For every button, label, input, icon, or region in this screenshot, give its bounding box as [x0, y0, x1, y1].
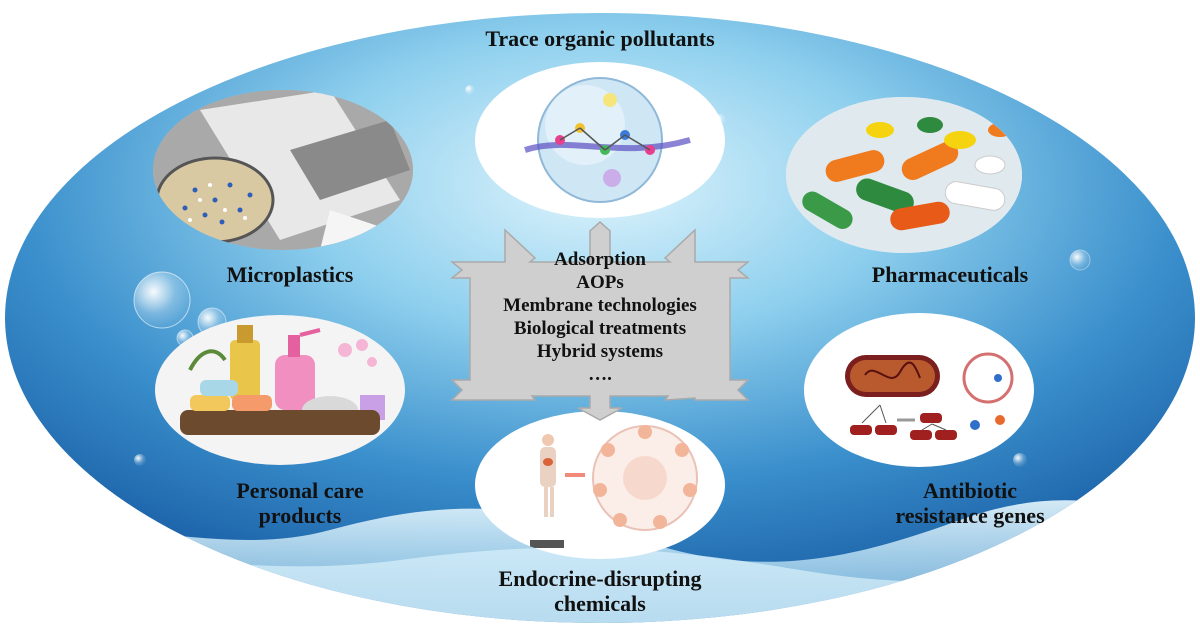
treatment-list: Adsorption AOPs Membrane technologies Bi… [470, 248, 730, 386]
antibiotic-image [804, 313, 1034, 467]
microplastics-image [153, 90, 413, 250]
pharmaceuticals-image [786, 97, 1022, 253]
antibiotic-label-line2: resistance genes [895, 503, 1045, 529]
treatment-item: Biological treatments [513, 318, 687, 339]
treatment-arrows [449, 220, 751, 421]
treatment-item: …. [588, 364, 612, 385]
personal-care-label: Personal care products [170, 478, 430, 529]
antibiotic-label-line1: Antibiotic [922, 478, 1018, 503]
treatment-item: Adsorption [554, 249, 646, 270]
personal-care-label-line2: products [258, 503, 342, 529]
treatment-item: Membrane technologies [503, 295, 697, 316]
antibiotic-label: Antibiotic resistance genes [840, 478, 1100, 529]
treatment-item: AOPs [576, 272, 624, 293]
endocrine-label: Endocrine-disrupting chemicals [460, 566, 740, 617]
personal-care-label-line1: Personal care [236, 478, 364, 503]
personal-care-image [155, 315, 405, 465]
bubbles [133, 85, 1091, 467]
endocrine-image [475, 411, 725, 559]
endocrine-label-line2: chemicals [554, 591, 646, 617]
microplastics-label: Microplastics [226, 262, 354, 287]
title-label: Trace organic pollutants [485, 26, 715, 51]
pharmaceuticals-label: Pharmaceuticals [871, 262, 1029, 287]
treatment-item: Hybrid systems [536, 341, 664, 362]
trace-pollutants-image [475, 62, 725, 218]
endocrine-label-line1: Endocrine-disrupting [498, 566, 702, 591]
